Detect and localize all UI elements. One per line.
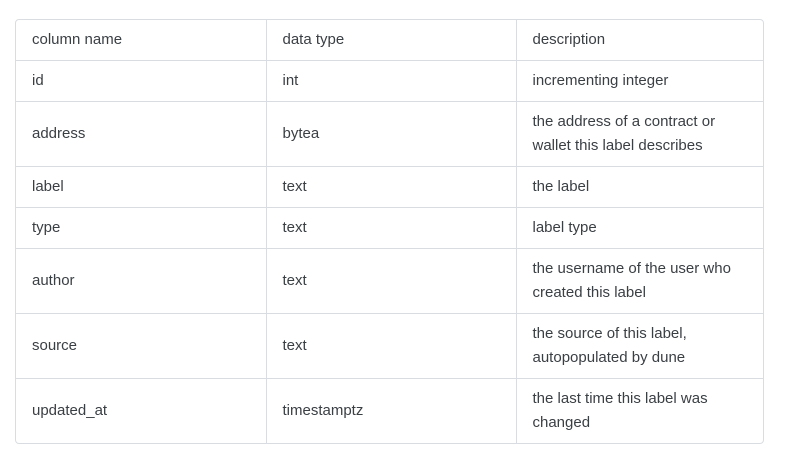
cell-description: the username of the user who created thi… <box>516 248 763 314</box>
header-column-name: column name <box>16 20 267 61</box>
cell-description: label type <box>516 207 763 249</box>
table-row: label text the label <box>16 166 763 208</box>
cell-data-type: text <box>266 166 517 208</box>
table-row: updated_at timestamptz the last time thi… <box>16 378 763 443</box>
table-row: author text the username of the user who… <box>16 248 763 314</box>
header-description: description <box>516 20 763 61</box>
cell-description: the label <box>516 166 763 208</box>
cell-data-type: bytea <box>266 101 517 167</box>
schema-table-container: column name data type description id int… <box>15 19 764 444</box>
table-row: address bytea the address of a contract … <box>16 101 763 167</box>
cell-column-name: type <box>16 207 267 249</box>
cell-data-type: text <box>266 207 517 249</box>
table-row: type text label type <box>16 207 763 249</box>
cell-column-name: updated_at <box>16 378 267 443</box>
cell-column-name: author <box>16 248 267 314</box>
cell-description: the address of a contract or wallet this… <box>516 101 763 167</box>
cell-column-name: label <box>16 166 267 208</box>
table-row: id int incrementing integer <box>16 60 763 102</box>
header-data-type: data type <box>266 20 517 61</box>
cell-column-name: address <box>16 101 267 167</box>
cell-data-type: text <box>266 313 517 379</box>
cell-description: incrementing integer <box>516 60 763 102</box>
cell-data-type: text <box>266 248 517 314</box>
cell-column-name: source <box>16 313 267 379</box>
cell-column-name: id <box>16 60 267 102</box>
schema-table: column name data type description id int… <box>16 20 763 443</box>
cell-data-type: timestamptz <box>266 378 517 443</box>
cell-description: the last time this label was changed <box>532 390 708 431</box>
cell-data-type: int <box>266 60 517 102</box>
cell-description: the source of this label, autopopulated … <box>516 313 763 379</box>
table-row: source text the source of this label, au… <box>16 313 763 379</box>
table-header-row: column name data type description <box>16 20 763 61</box>
